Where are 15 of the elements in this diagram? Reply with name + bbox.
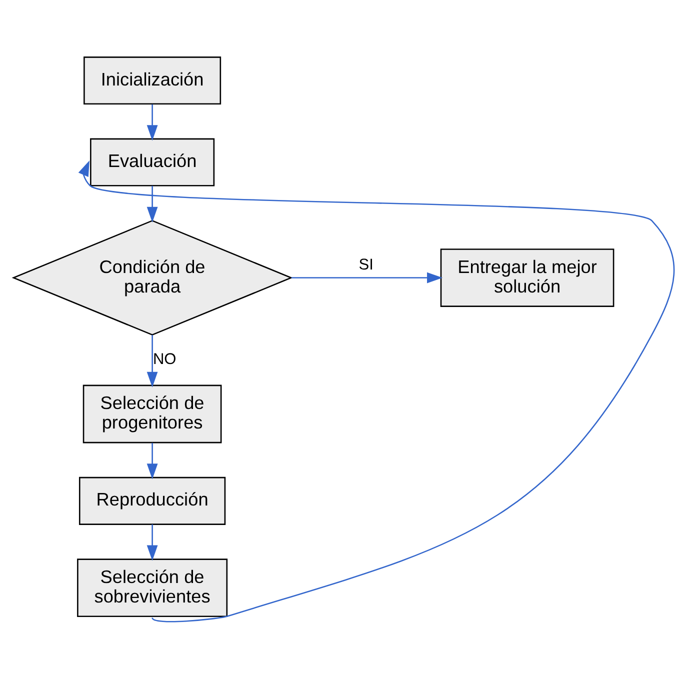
node-box: Entregar la mejor solución bbox=[440, 248, 614, 307]
arrow bbox=[291, 272, 443, 284]
node-box: Evaluación bbox=[90, 138, 215, 186]
edge-label: NO bbox=[152, 351, 176, 368]
node-box: Selección de sobrevivientes bbox=[77, 558, 228, 618]
node-box: Reproducción bbox=[78, 476, 226, 525]
arrow bbox=[146, 186, 158, 222]
arrow bbox=[146, 334, 158, 388]
node-box: Selección de progenitores bbox=[82, 384, 222, 444]
node-box: Inicialización bbox=[84, 56, 222, 105]
edge-label: SI bbox=[358, 256, 374, 274]
node-diamond: Condición de parada bbox=[12, 220, 293, 336]
arrow bbox=[146, 104, 158, 141]
arrow bbox=[146, 442, 158, 480]
arrow bbox=[146, 524, 158, 561]
